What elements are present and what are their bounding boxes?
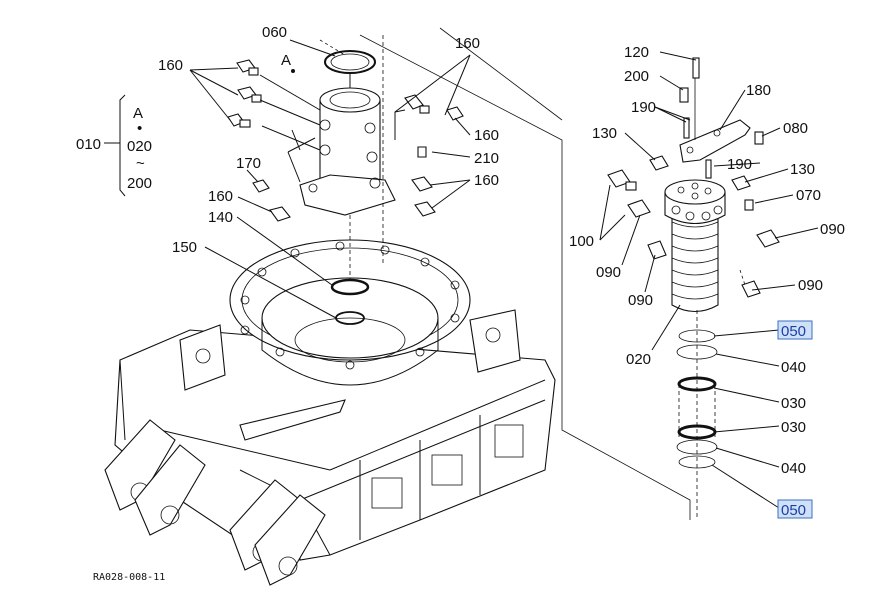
part-label-190-a: 190 — [631, 99, 656, 116]
part-label-100: 100 — [569, 233, 594, 250]
hydraulic-fittings-left — [227, 59, 464, 222]
part-label-150: 150 — [172, 239, 197, 256]
part-label-090-b: 090 — [596, 264, 621, 281]
assembly-group-label: 010 — [76, 136, 101, 153]
part-label-030-a: 030 — [781, 395, 806, 412]
part-label-130-a: 130 — [592, 125, 617, 142]
part-label-090-c: 090 — [628, 292, 653, 309]
part-label-140: 140 — [208, 209, 233, 226]
part-label-060: 060 — [262, 24, 287, 41]
part-label-050-b[interactable]: 050 — [781, 502, 806, 519]
swivel-frame-drawing — [104, 239, 556, 586]
part-label-040-b: 040 — [781, 460, 806, 477]
highlight-box-050-b — [777, 499, 813, 519]
part-label-200: 200 — [624, 68, 649, 85]
highlight-box-050-a — [777, 320, 813, 340]
drawing-reference-code: RA028-008-11 — [93, 572, 165, 583]
assembly-key-to: 200 — [127, 175, 152, 192]
part-label-040-a: 040 — [781, 359, 806, 376]
part-label-160-a: 160 — [158, 57, 183, 74]
part-label-170: 170 — [236, 155, 261, 172]
part-label-070: 070 — [796, 187, 821, 204]
part-label-180: 180 — [746, 82, 771, 99]
part-label-160-e: 160 — [208, 188, 233, 205]
part-label-120: 120 — [624, 44, 649, 61]
part-label-A: A — [281, 52, 291, 69]
part-label-190-b: 190 — [727, 156, 752, 173]
rotary-joint-drawing — [607, 57, 780, 469]
part-label-160-d: 160 — [474, 172, 499, 189]
part-label-210: 210 — [474, 150, 499, 167]
assembly-key-top: A — [133, 105, 143, 122]
part-label-020: 020 — [626, 351, 651, 368]
part-label-130-b: 130 — [790, 161, 815, 178]
part-label-030-b: 030 — [781, 419, 806, 436]
leader-lines-right — [599, 51, 819, 520]
part-label-090-a: 090 — [820, 221, 845, 238]
part-labels: 060 A 160 160 160 160 160 170 210 140 15… — [93, 24, 845, 583]
assembly-key-from: 020 — [127, 138, 152, 155]
part-label-160-c: 160 — [474, 127, 499, 144]
leader-lines-left — [189, 27, 691, 520]
assembly-key: 010 A • 020 ~ 200 — [76, 94, 152, 197]
assembly-key-dot: • — [137, 120, 142, 137]
assembly-key-tilde: ~ — [136, 155, 145, 172]
part-label-050-a[interactable]: 050 — [781, 323, 806, 340]
part-label-080: 080 — [783, 120, 808, 137]
part-label-160-b: 160 — [455, 35, 480, 52]
part-label-090-d: 090 — [798, 277, 823, 294]
